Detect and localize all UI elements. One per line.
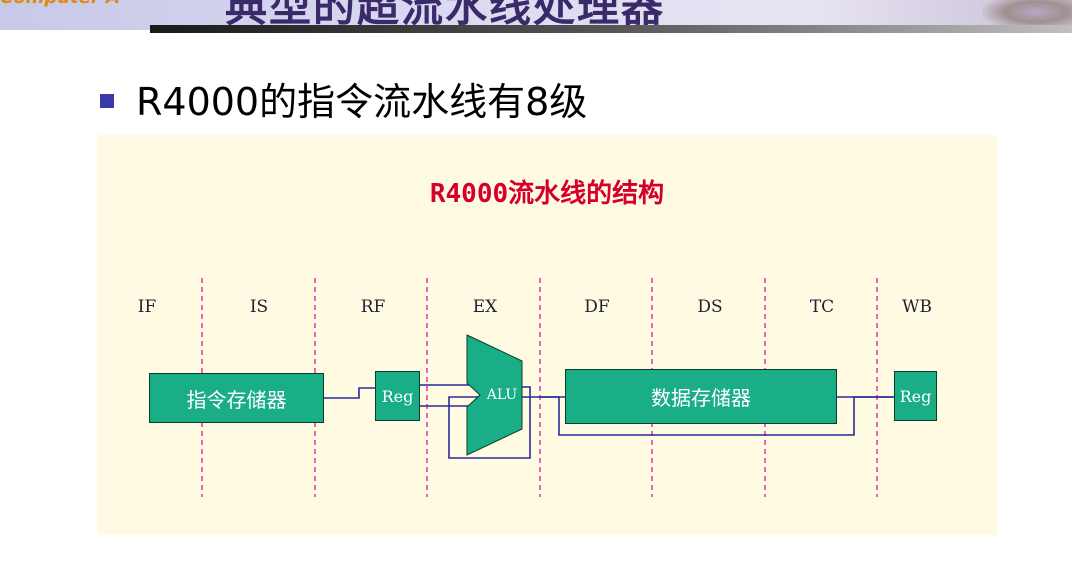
- wire: [324, 387, 375, 399]
- alu-shape: [466, 334, 523, 456]
- bullet-text: R4000的指令流水线有8级: [136, 79, 588, 124]
- stage-label-ex: EX: [472, 297, 498, 317]
- stage-label-wb: WB: [902, 297, 932, 317]
- pipeline-figure: R4000流水线的结构 IF IS RF EX DF DS TC WB 指令存储…: [97, 135, 997, 535]
- stage-label-rf: RF: [360, 297, 386, 317]
- stage-label-tc: TC: [809, 297, 835, 317]
- alu-label: ALU: [486, 387, 518, 403]
- bullet-item: R4000的指令流水线有8级: [100, 68, 587, 128]
- instruction-memory-block: 指令存储器: [149, 373, 324, 423]
- stage-label-df: DF: [584, 297, 610, 317]
- header-subtitle: Computer A: [0, 0, 120, 8]
- figure-title: R4000流水线的结构: [429, 179, 665, 209]
- data-memory-block: 数据存储器: [565, 369, 837, 424]
- register-read-block: Reg: [375, 371, 420, 421]
- register-write-block: Reg: [894, 371, 937, 421]
- header-divider-bar: [150, 25, 1072, 33]
- stage-label-if: IF: [137, 297, 157, 317]
- bullet-square-icon: [100, 94, 114, 108]
- stage-label-ds: DS: [697, 297, 723, 317]
- stage-label-is: IS: [249, 297, 269, 317]
- wire: [448, 386, 531, 459]
